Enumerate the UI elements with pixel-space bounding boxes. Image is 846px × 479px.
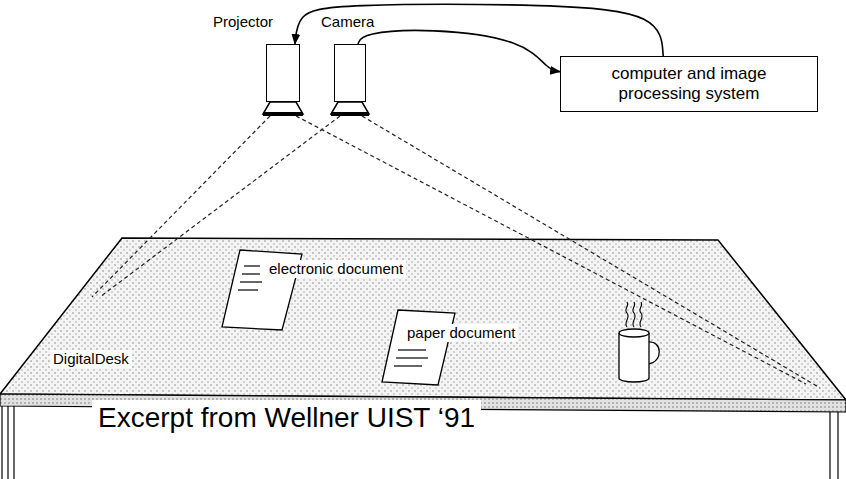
part-label: Projector [213, 13, 273, 31]
coffee-mug [619, 329, 659, 382]
camera-lens [331, 102, 369, 116]
steam [626, 302, 642, 327]
paper-document: paper document [378, 306, 538, 388]
projector-lens [263, 102, 303, 116]
part-label: Camera [321, 13, 374, 31]
electronic-document: electronic document [220, 248, 420, 334]
computer-box: computer and image processing system [560, 56, 818, 112]
caption: Excerpt from Wellner UIST ‘91 [92, 400, 481, 436]
page-outline [378, 306, 538, 388]
projector-box: Projector [266, 44, 300, 102]
desk-surface: DigitalDesk electronic document paper docu… [0, 234, 846, 479]
part-label: electronic document [266, 260, 406, 278]
part-label: DigitalDesk [50, 350, 132, 368]
camera-box: Camera [334, 44, 366, 102]
box-label: computer and image processing system [599, 64, 779, 105]
desk-top [0, 238, 846, 400]
part-label: paper document [404, 324, 518, 342]
signal-arrow [358, 30, 560, 71]
